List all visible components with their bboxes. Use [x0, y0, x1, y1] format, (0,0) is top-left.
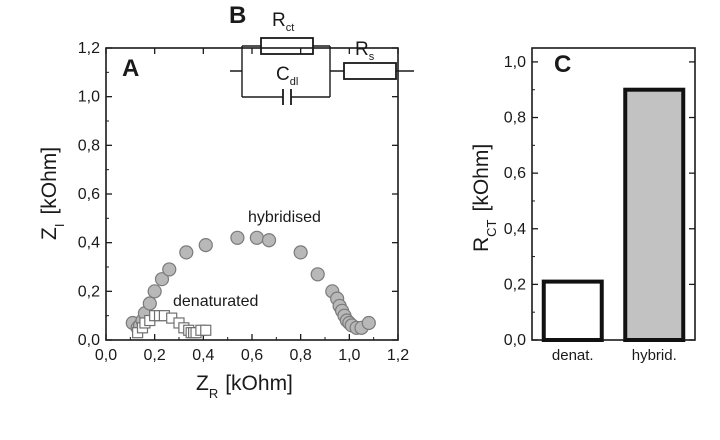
- x-tick-label-a: 0,8: [290, 347, 312, 364]
- y-axis-title-c-sub: CT: [484, 219, 499, 236]
- y-tick-label-c: 0,2: [504, 276, 526, 293]
- panel-c: 0,0 0,2 0,4 0,6 0,8 1,0 denat. hybrid. C RCT [kO…: [470, 47, 696, 364]
- rs-label: Rs: [355, 39, 375, 63]
- y-tick-label-c: 0,8: [504, 110, 526, 127]
- rs-label-sub: s: [369, 51, 375, 63]
- svg-text:ZI[kOhm]: ZI [kOhm]: [38, 147, 67, 240]
- y-tick-label-a: 0,4: [78, 235, 100, 252]
- y-axis-title-unit: [kOhm]: [38, 147, 61, 215]
- data-point-hybridised: [361, 315, 376, 331]
- x-tick-label-a: 1,2: [387, 347, 409, 364]
- svg-text:ZR[kOhm]: ZR [kOhm]: [196, 372, 293, 401]
- circuit-wire: [230, 45, 414, 98]
- bar-hybrid: [623, 87, 686, 343]
- data-point-hybridised: [310, 267, 325, 282]
- panel-a: 0,0 0,2 0,4 0,6 0,8 1,0 1,2 0,0 0,2 0,4 0,6 0,8 1,0 1…: [38, 40, 409, 401]
- y-axis-title-main: Z: [38, 227, 61, 240]
- data-point-hybridised: [142, 296, 157, 311]
- category-label-hybrid: hybrid.: [632, 347, 677, 364]
- x-tick-label-a: 1,0: [338, 347, 360, 364]
- x-tick-label-a: 0,4: [192, 347, 214, 364]
- category-label-denat: denat.: [552, 347, 594, 364]
- rct-label-main: R: [272, 10, 286, 31]
- plot-c-bars: [541, 87, 686, 343]
- series-label-hybridised: hybridised: [248, 209, 321, 226]
- y-tick-label-a: 1,2: [78, 40, 100, 57]
- y-tick-label-a: 0,0: [78, 332, 100, 349]
- cdl-label-main: C: [276, 64, 290, 85]
- x-tick-label-a: 0,6: [241, 347, 263, 364]
- data-point-hybridised: [249, 230, 264, 245]
- plot-c-axes: 0,0 0,2 0,4 0,6 0,8 1,0 denat. hybrid.: [504, 54, 695, 364]
- cdl-label: Cdl: [276, 64, 298, 88]
- y-tick-label-a: 0,2: [78, 283, 100, 300]
- y-axis-title-c-unit: [kOhm]: [470, 144, 493, 212]
- y-tick-label-a: 0,8: [78, 137, 100, 154]
- x-axis-title-sub: R: [209, 386, 218, 401]
- y-axis-title-sub: I: [52, 224, 67, 228]
- data-point-hybridised: [154, 272, 170, 287]
- y-axis-title-c: RCT [kOhm]: [470, 144, 499, 252]
- y-tick-label-c: 0,0: [504, 332, 526, 349]
- panel-b-circuit: [230, 37, 414, 105]
- y-tick-label-a: 1,0: [78, 89, 100, 106]
- data-point-hybridised: [261, 233, 277, 248]
- panel-label-c: C: [554, 51, 571, 78]
- data-point-hybridised: [198, 238, 213, 253]
- rct-label-sub: ct: [286, 22, 295, 34]
- y-tick-label-c: 0,6: [504, 165, 526, 182]
- y-axis-title-c-main: R: [470, 237, 493, 252]
- x-tick-label-a: 0,2: [144, 347, 166, 364]
- rs-resistor: [343, 62, 397, 80]
- panel-label-b: B: [229, 2, 246, 29]
- panel-label-a: A: [122, 55, 139, 82]
- plot-c-frame: [531, 47, 696, 341]
- x-axis-title-main: Z: [196, 372, 209, 395]
- cdl-capacitor: [282, 89, 292, 105]
- cdl-label-sub: dl: [290, 76, 299, 88]
- series-label-denaturated: denaturated: [173, 293, 258, 310]
- rct-label: Rct: [272, 10, 294, 34]
- x-tick-label-a: 0,0: [95, 347, 117, 364]
- plot-a-axes: 0,0 0,2 0,4 0,6 0,8 1,0 1,2 0,0 0,2 0,4 0,6 0,8 1,0 1…: [78, 40, 409, 364]
- svg-text:RCT[kOhm]: RCT [kOhm]: [470, 144, 499, 252]
- y-tick-label-c: 1,0: [504, 54, 526, 71]
- y-tick-label-c: 0,4: [504, 221, 526, 238]
- data-point-hybridised: [293, 245, 308, 260]
- rct-resistor: [260, 37, 314, 55]
- rs-label-main: R: [355, 39, 369, 60]
- x-axis-title-a: ZR [kOhm]: [196, 372, 293, 401]
- data-point-hybridised: [162, 262, 177, 277]
- x-axis-title-unit: [kOhm]: [225, 372, 293, 395]
- y-axis-title-a: ZI [kOhm]: [38, 147, 67, 240]
- y-tick-label-a: 0,6: [78, 186, 100, 203]
- bar-denat: [541, 279, 604, 343]
- plot-a-markers: [125, 230, 376, 339]
- data-point-hybridised: [230, 230, 245, 245]
- data-point-denaturated: [200, 324, 212, 336]
- data-point-hybridised: [179, 245, 194, 260]
- data-point-hybridised: [147, 284, 162, 299]
